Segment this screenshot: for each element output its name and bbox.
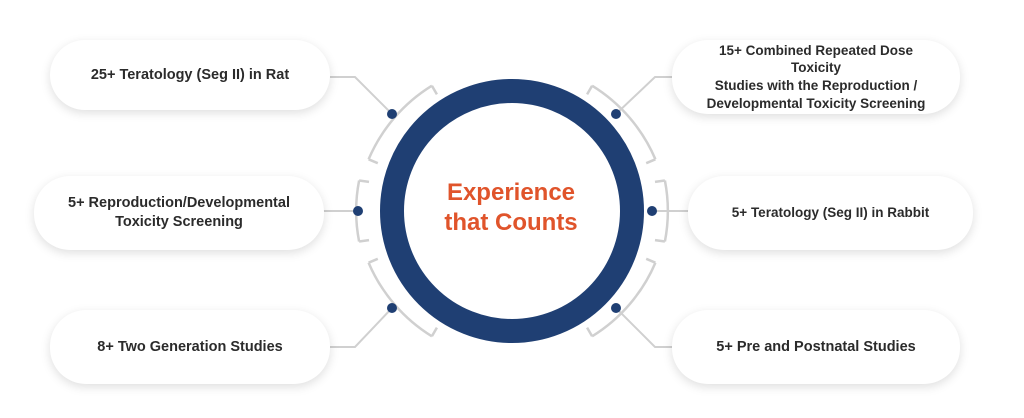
dot-top-left — [387, 109, 397, 119]
card-label: 8+ Two Generation Studies — [97, 338, 283, 355]
card-pre-postnatal: 5+ Pre and Postnatal Studies — [672, 310, 960, 384]
dot-top-right — [611, 109, 621, 119]
segment-arc-bottom-right — [591, 262, 657, 338]
dot-bottom-right — [611, 303, 621, 313]
connector-top-left — [330, 76, 393, 115]
card-teratology-rat: 25+ Teratology (Seg II) in Rat — [50, 40, 330, 110]
connector-bottom-right — [615, 307, 672, 348]
center-title: Experience that Counts — [411, 178, 611, 238]
dot-bottom-left — [387, 303, 397, 313]
dot-mid-right — [647, 206, 657, 216]
card-label: 5+ Pre and Postnatal Studies — [716, 338, 916, 355]
center-ring — [380, 79, 644, 343]
card-label: 25+ Teratology (Seg II) in Rat — [90, 66, 290, 83]
card-label: 15+ Combined Repeated Dose Toxicity Stud… — [706, 42, 926, 111]
center-title-line-2: that Counts — [444, 209, 578, 236]
connector-top-right — [615, 76, 672, 115]
card-reproduction-screening: 5+ Reproduction/Developmental Toxicity S… — [34, 176, 324, 250]
connector-bottom-left — [330, 307, 393, 348]
segment-arc-top-right — [591, 84, 657, 160]
dot-mid-left — [353, 206, 363, 216]
card-label: 5+ Teratology (Seg II) in Rabbit — [731, 205, 930, 221]
card-label: 5+ Reproduction/Developmental Toxicity S… — [68, 195, 290, 230]
card-two-generation: 8+ Two Generation Studies — [50, 310, 330, 384]
card-combined-repeated-dose: 15+ Combined Repeated Dose Toxicity Stud… — [672, 40, 960, 114]
card-teratology-rabbit: 5+ Teratology (Seg II) in Rabbit — [688, 176, 973, 250]
center-title-line-1: Experience — [446, 179, 576, 206]
